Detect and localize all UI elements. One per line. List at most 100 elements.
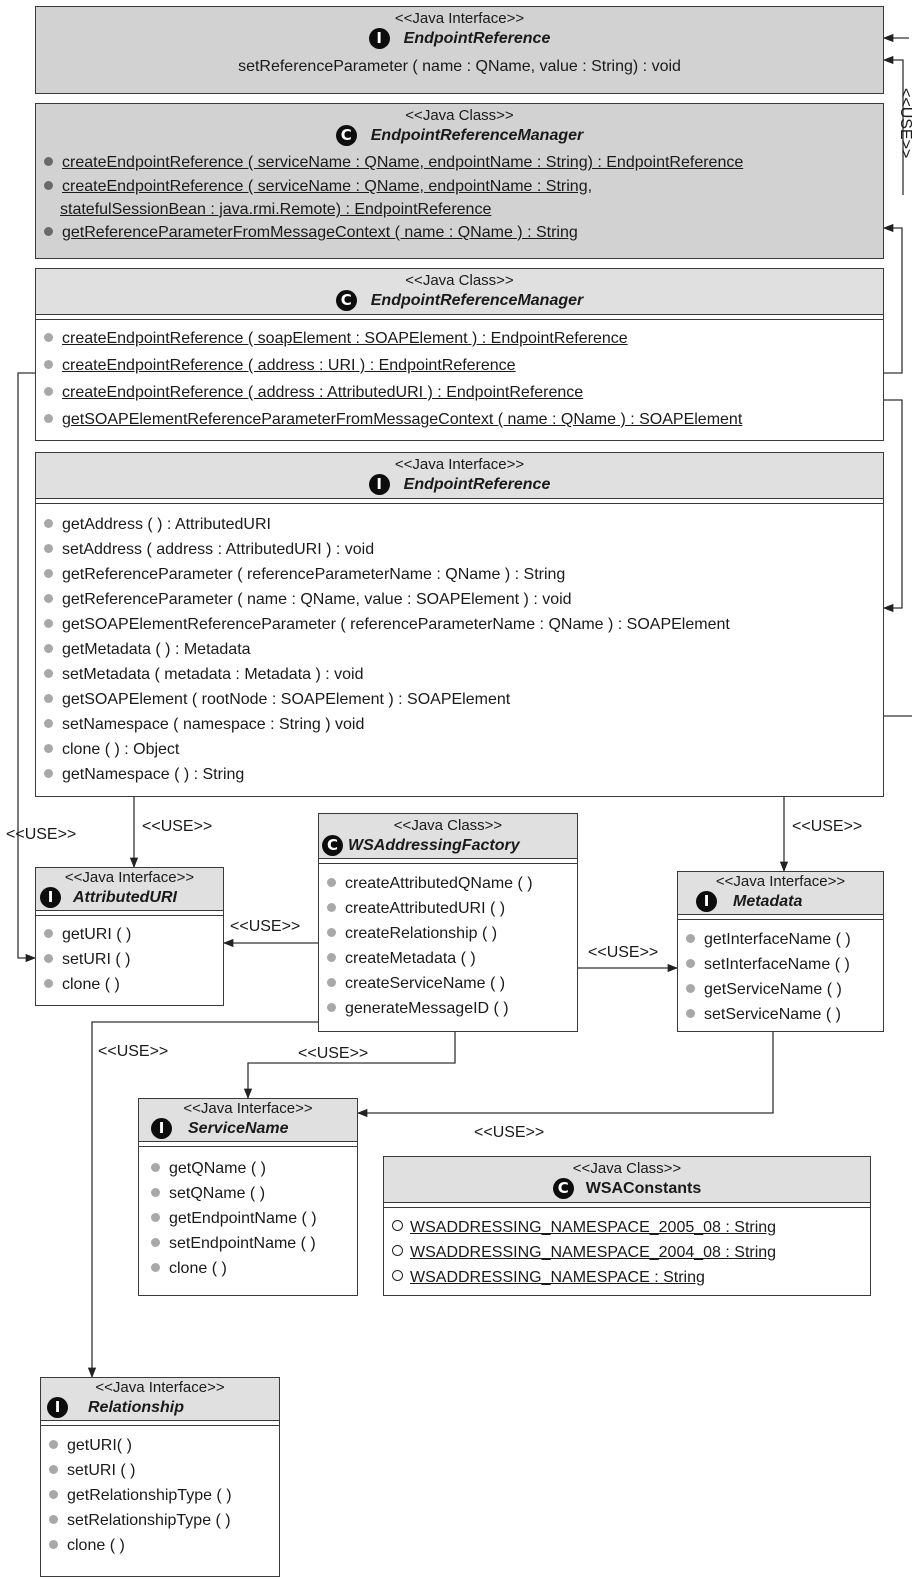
bullet-icon (44, 954, 53, 963)
constant-item: WSADDRESSING_NAMESPACE_2004_08 : String (384, 1240, 870, 1265)
method-line: setReferenceParameter ( name : QName, va… (238, 58, 681, 75)
attributes-list: WSADDRESSING_NAMESPACE_2005_08 : String … (384, 1203, 870, 1294)
operation-item: createEndpointReference ( address : URI … (36, 352, 883, 379)
operations-list: getQName ( ) setQName ( ) getEndpointNam… (139, 1142, 357, 1285)
operation-item: setAddress ( address : AttributedURI ) :… (36, 537, 883, 562)
stereotype-label: <<Java Class>> (405, 272, 514, 289)
class-name-row: C WSAConstants (386, 1178, 868, 1199)
operation-item: setRelationshipType ( ) (41, 1508, 279, 1533)
operation-item: createAttributedURI ( ) (319, 896, 577, 921)
endpoint-reference-manager-mid: <<Java Class>> C EndpointReferenceManage… (35, 268, 884, 441)
bullet-icon (151, 1213, 160, 1222)
bullet-icon (686, 934, 695, 943)
bullet-icon (327, 953, 336, 962)
static-field-icon (392, 1245, 403, 1256)
stereotype-label: <<Java Class>> (393, 817, 503, 834)
class-name: WSAddressingFactory (348, 837, 520, 854)
class-name-row: I EndpointReference (40, 28, 879, 49)
stereotype-label: <<Java Interface>> (394, 10, 525, 27)
use-label: <<USE>> (230, 918, 301, 935)
operation-item: createEndpointReference ( soapElement : … (36, 325, 883, 352)
operation-item: createEndpointReference ( serviceName : … (36, 175, 883, 199)
bullet-icon (44, 979, 53, 988)
bullet-icon (49, 1515, 58, 1524)
class-header: <<Java Interface>> I Relationship (41, 1378, 279, 1426)
class-name: EndpointReference (403, 30, 551, 47)
stereotype-label: <<Java Interface>> (183, 1100, 313, 1117)
interface-icon: I (47, 1397, 68, 1418)
bullet-icon (44, 929, 53, 938)
use-label: <<USE>> (98, 1043, 169, 1060)
operation-item: getEndpointName ( ) (139, 1206, 357, 1231)
bullet-icon (44, 644, 53, 653)
operations-list: getInterfaceName ( ) setInterfaceName ( … (678, 915, 883, 1031)
class-name: AttributedURI (73, 889, 177, 906)
bullet-icon (44, 387, 53, 396)
bullet-icon (49, 1540, 58, 1549)
interface-icon: I (40, 887, 61, 908)
bullet-icon (44, 694, 53, 703)
wsa-constants-class: <<Java Class>> C WSAConstants WSADDRESSI… (383, 1156, 871, 1296)
operations-list: createEndpointReference ( soapElement : … (36, 315, 883, 437)
class-name-row: C EndpointReferenceManager (40, 125, 879, 146)
operation-item: generateMessageID ( ) (319, 996, 577, 1021)
bullet-icon (686, 959, 695, 968)
bullet-icon (44, 719, 53, 728)
metadata-interface: <<Java Interface>> I Metadata getInterfa… (677, 871, 884, 1032)
use-connector-erm-epr (882, 399, 903, 613)
operations-list: getURI ( ) setURI ( ) clone ( ) (36, 911, 223, 1001)
interface-icon: I (151, 1118, 172, 1139)
bullet-icon (44, 744, 53, 753)
class-name-row: I Relationship (43, 1397, 277, 1418)
bullet-icon (686, 1009, 695, 1018)
class-name-row: C WSAddressingFactory (321, 835, 575, 856)
operation-item: setNamespace ( namespace : String ) void (36, 712, 883, 737)
operation-continuation: statefulSessionBean : java.rmi.Remote) :… (60, 201, 492, 218)
operation-item: getSOAPElement ( rootNode : SOAPElement … (36, 687, 883, 712)
class-header: <<Java Interface>> I EndpointReference (36, 453, 883, 504)
bullet-icon (44, 669, 53, 678)
bullet-icon (49, 1465, 58, 1474)
class-name: WSAConstants (585, 1180, 702, 1197)
endpoint-reference-interface-top: <<Java Interface>> I EndpointReference s… (35, 6, 884, 94)
use-label: <<USE>> (474, 1124, 545, 1141)
bullet-icon (327, 1003, 336, 1012)
operation-item: setURI ( ) (41, 1458, 279, 1483)
static-field-icon (392, 1270, 403, 1281)
stereotype-label: <<Java Interface>> (64, 869, 195, 886)
bullet-icon (44, 594, 53, 603)
class-header: <<Java Interface>> I ServiceName (139, 1099, 357, 1147)
bullet-icon (327, 878, 336, 887)
bullet-icon (44, 569, 53, 578)
class-header: <<Java Class>> C EndpointReferenceManage… (36, 104, 883, 149)
operation-item: getURI ( ) (36, 922, 223, 947)
use-label: <<USE>> (6, 826, 77, 843)
class-icon: C (335, 125, 357, 146)
interface-icon: I (368, 474, 390, 495)
stereotype-label: <<Java Interface>> (715, 873, 846, 890)
bullet-icon (44, 181, 53, 190)
class-name: Relationship (88, 1399, 185, 1416)
use-label: <<USE>> (298, 1045, 369, 1062)
bullet-icon (49, 1490, 58, 1499)
use-label: <<USE>> (588, 944, 659, 961)
endpoint-reference-manager-top: <<Java Class>> C EndpointReferenceManage… (35, 103, 884, 259)
bullet-icon (44, 619, 53, 628)
operation-item: clone ( ) (36, 972, 223, 997)
bullet-icon (44, 157, 53, 166)
use-label: <<USE>> (142, 818, 213, 835)
bullet-icon (44, 227, 53, 236)
class-header: <<Java Interface>> I Metadata (678, 872, 883, 920)
static-field-icon (392, 1220, 403, 1231)
operations-list: createAttributedQName ( ) createAttribut… (319, 859, 577, 1025)
stereotype-label: <<Java Interface>> (394, 456, 525, 473)
bullet-icon (44, 333, 53, 342)
bullet-icon (327, 978, 336, 987)
operation-item: createMetadata ( ) (319, 946, 577, 971)
service-name-interface: <<Java Interface>> I ServiceName getQNam… (138, 1098, 358, 1296)
class-name: EndpointReferenceManager (370, 127, 584, 144)
bullet-icon (151, 1188, 160, 1197)
operation-item: getReferenceParameter ( name : QName, va… (36, 587, 883, 612)
class-name-row: I EndpointReference (40, 474, 879, 495)
class-icon: C (335, 290, 357, 311)
